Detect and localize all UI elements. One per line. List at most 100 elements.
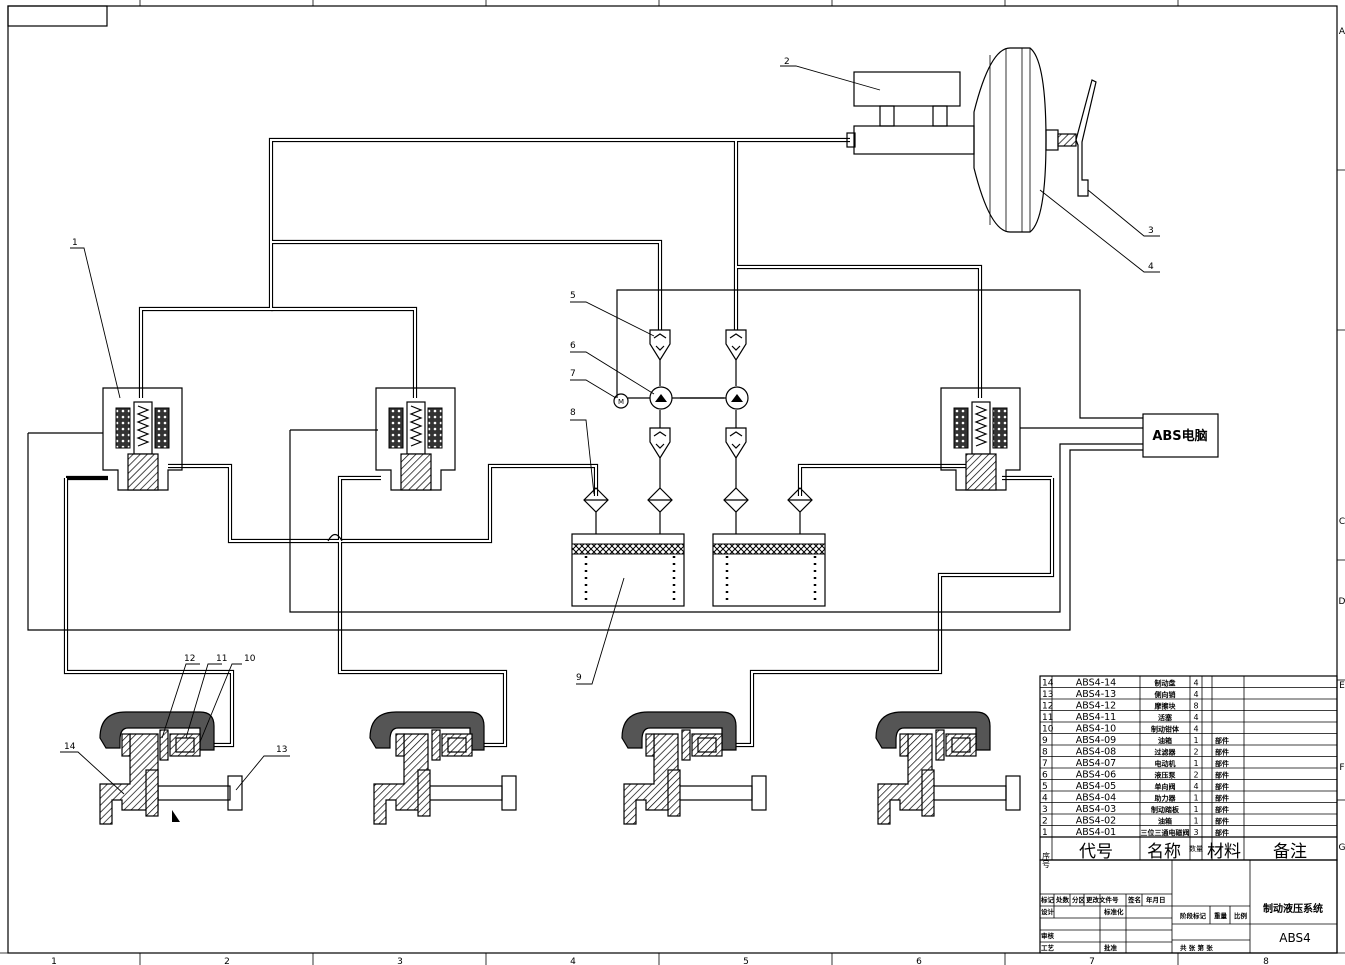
bom-row-no: 7 [1042,759,1048,769]
bom-row-name: 制动盘 [1155,679,1176,688]
pump-module: M [613,329,749,488]
callout-13: 13 [276,745,287,755]
zone-3-label: 3 [397,957,403,965]
bom-row-qty: 1 [1193,759,1198,768]
solenoid-valve-left [102,387,183,491]
bom-row-qty: 1 [1193,805,1198,814]
title-block: 标记 处数 分区 更改文件号 签名 年月日 设计 标准化 审核 工艺 批准 阶段… [1039,859,1338,954]
solenoid-valve-middle [375,387,456,491]
bom-row-no: 4 [1042,794,1048,804]
bom-row-code: ABS4-08 [1076,747,1116,758]
bom-row-qty: 4 [1193,713,1198,722]
bom-row-no: 3 [1042,805,1048,815]
bom-row-qty: 2 [1193,771,1198,780]
bom-row-qty: 1 [1193,817,1198,826]
bom-row-no: 1 [1042,828,1048,838]
bom-row-qty: 4 [1193,679,1198,688]
side-zone-d-label: D [1339,597,1345,607]
bom-row-code: ABS4-14 [1076,678,1116,689]
zone-5-label: 5 [743,957,749,965]
bom-row-no: 9 [1042,736,1048,746]
bom-row-code: ABS4-03 [1076,804,1116,815]
callout-11: 11 [216,654,227,664]
zone-4-label: 4 [570,957,576,965]
bom-row-qty: 8 [1193,702,1198,711]
bom-row-qty: 3 [1193,828,1198,837]
bom-row-qty: 4 [1193,690,1198,699]
side-zone-g-label: G [1339,843,1345,853]
side-zone-c-label: C [1339,517,1345,527]
bom-row-qty: 1 [1193,736,1198,745]
solenoid-valve-right [940,387,1021,491]
zone-2-label: 2 [224,957,230,965]
bom-row-note: 部件 [1215,759,1229,768]
bom-row-code: ABS4-06 [1076,770,1116,781]
check-valve-top-left [649,329,671,386]
callout-9: 9 [576,673,582,683]
brake-pedal [1075,79,1097,197]
callout-12: 12 [184,654,195,664]
tb-date-label: 年月日 [1146,895,1166,904]
bom-row-note: 部件 [1215,817,1229,826]
bom-row-note: 部件 [1215,782,1229,791]
callout-14: 14 [64,742,76,752]
bom-row-qty: 4 [1193,782,1198,791]
bom-row-code: ABS4-13 [1076,689,1116,700]
tb-zone-label: 分区 [1072,895,1086,904]
brake-caliper-3 [621,711,767,825]
bom-row-name: 油箱 [1158,736,1172,745]
tb-change-doc-label: 更改文件号 [1086,895,1119,904]
bom-row-note: 部件 [1215,748,1229,757]
zone-7-label: 7 [1089,957,1095,965]
check-valve-bottom-left [649,410,671,488]
zone-6-label: 6 [916,957,922,965]
motor-symbol [613,393,629,409]
tb-review-label: 审核 [1041,931,1055,940]
bom-header-name: 名称 [1147,842,1181,862]
callout-4: 4 [1148,262,1154,272]
tb-sign-label: 签名 [1127,895,1141,904]
bom-row-code: ABS4-12 [1076,701,1116,712]
hydraulic-pipes [27,137,1143,748]
side-zone-e-label: E [1339,681,1345,691]
bom-row-qty: 4 [1193,725,1198,734]
bom-row-name: 电动机 [1155,759,1176,768]
tb-weight-label: 重量 [1214,911,1228,920]
accumulator-tanks [571,533,826,607]
bom-row-no: 10 [1042,725,1054,735]
bom-row-name: 摩擦块 [1154,702,1177,711]
tb-standardize-label: 标准化 [1103,907,1124,916]
callout-2: 2 [784,57,790,67]
filters [583,487,813,534]
brake-caliper-4 [875,711,1021,825]
master-cylinder-assembly [846,47,1097,233]
bom-row-code: ABS4-05 [1076,781,1116,792]
bom-row-name: 过滤器 [1155,748,1177,757]
callout-7: 7 [570,369,576,379]
bom-row-code: ABS4-09 [1076,735,1116,746]
abs-ecu: ABS电脑 [1142,413,1219,458]
tb-design-label: 设计 [1041,907,1055,916]
tb-scale-label: 比例 [1234,911,1248,920]
bom-row-name: 液压泵 [1155,771,1176,780]
booster-push-rod [1057,133,1077,147]
bom-row-code: ABS4-01 [1076,827,1116,838]
bom-row-qty: 1 [1193,794,1198,803]
bom-header-material: 材料 [1207,842,1241,862]
brake-caliper-2 [369,711,517,825]
bom-row-name: 助力器 [1155,794,1177,803]
bom-row-name: 制动踏板 [1151,805,1180,814]
tb-process-label: 工艺 [1041,943,1055,952]
bom-row-note: 部件 [1215,805,1229,814]
